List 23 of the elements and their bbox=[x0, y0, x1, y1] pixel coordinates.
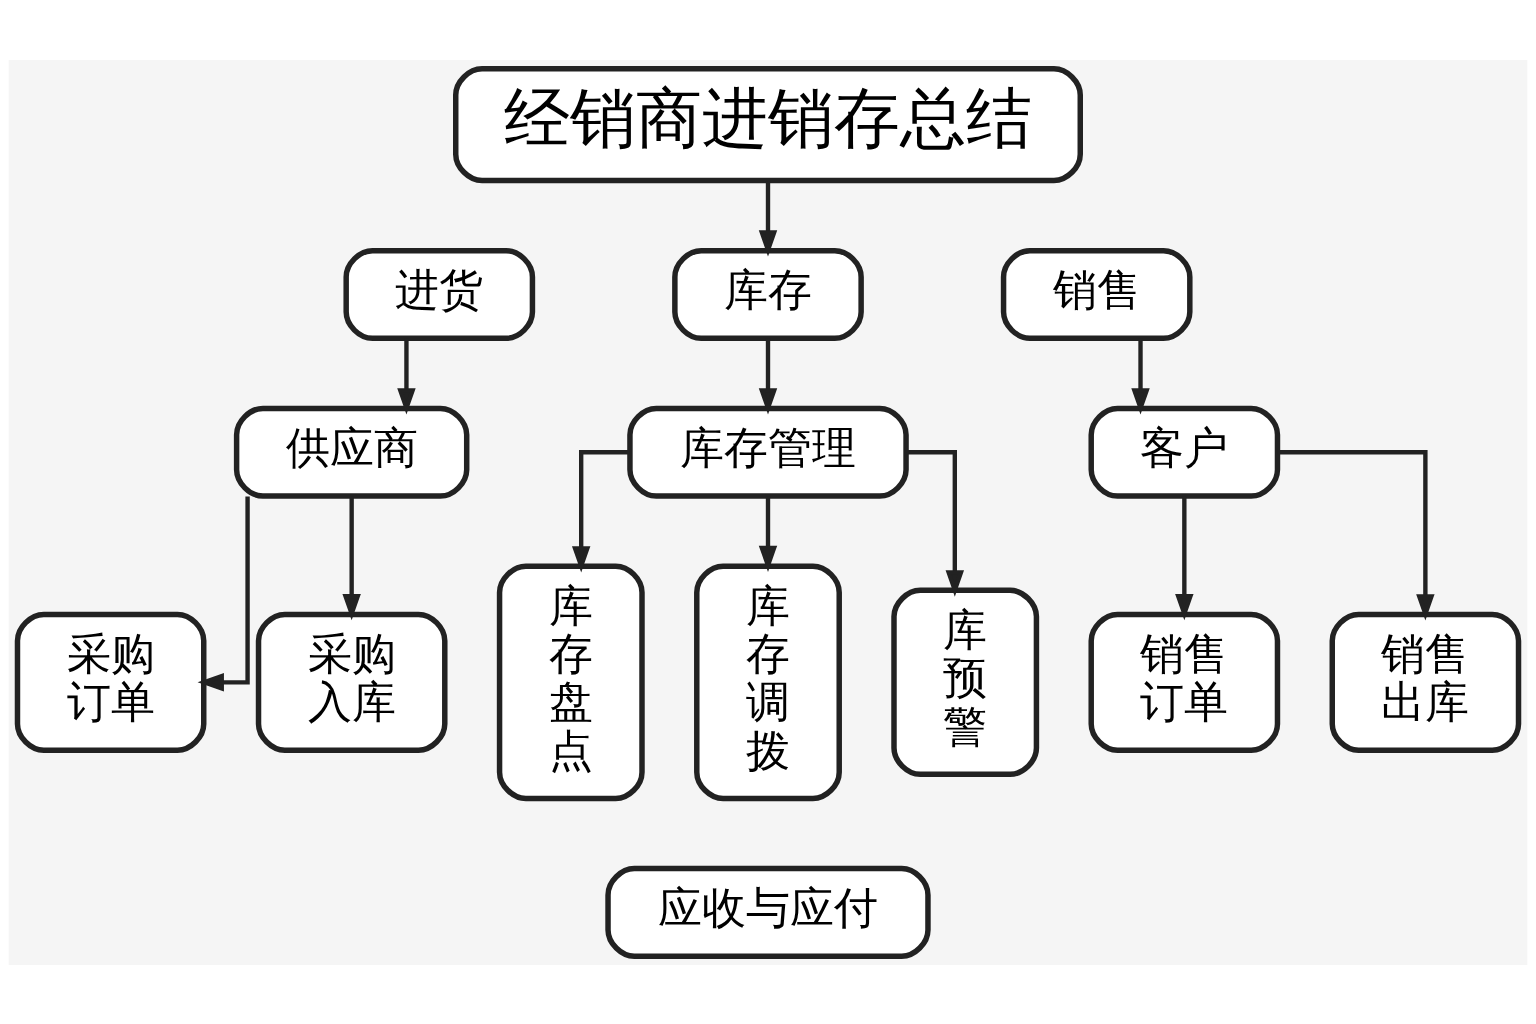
node-box: 客户 bbox=[1088, 405, 1281, 499]
node-box: 进货 bbox=[343, 247, 536, 341]
arrow bbox=[758, 180, 778, 257]
arrow bbox=[342, 496, 361, 620]
node-box: 库存调拨 bbox=[694, 562, 842, 801]
node-box: 供应商 bbox=[233, 405, 470, 499]
node-box: 销售出库 bbox=[1329, 611, 1522, 753]
node-box: 采购入库 bbox=[255, 611, 448, 753]
node-box: 库存盘点 bbox=[496, 562, 645, 801]
node-box: 应收与应付 bbox=[605, 865, 931, 959]
arrow bbox=[571, 449, 630, 573]
node-box: 销售订单 bbox=[1088, 611, 1281, 753]
node-box: 采购订单 bbox=[14, 611, 207, 753]
node-box: 经销商进销存总结 bbox=[453, 65, 1083, 183]
node-box: 库存管理 bbox=[627, 405, 909, 499]
arrow bbox=[197, 496, 250, 692]
node-box: 库预警 bbox=[891, 587, 1040, 777]
node-box: 销售 bbox=[1000, 247, 1193, 341]
arrow bbox=[1277, 449, 1435, 621]
arrow bbox=[758, 496, 778, 572]
arrow bbox=[1175, 496, 1194, 620]
node-box: 库存 bbox=[672, 247, 864, 341]
arrow bbox=[906, 449, 965, 597]
